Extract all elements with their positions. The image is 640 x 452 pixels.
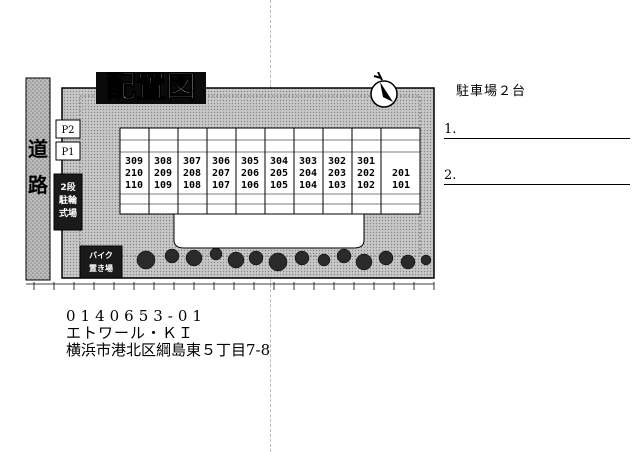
unit-106: 106 — [241, 180, 259, 191]
property-code: 0140653-01 — [66, 307, 207, 325]
parking-p1-label: P1 — [61, 147, 74, 158]
unit-105: 105 — [270, 180, 288, 191]
building-block — [119, 127, 421, 215]
bike-parking — [79, 245, 123, 279]
parking-p1 — [55, 141, 81, 161]
unit-207: 207 — [212, 168, 230, 179]
unit-305: 305 — [241, 156, 259, 167]
parking-line-1-label: 1. — [444, 122, 457, 137]
unit-302: 302 — [328, 156, 346, 167]
parking-line-2-label: 2. — [444, 168, 457, 183]
parking-line-2: 2. — [444, 166, 630, 185]
bicycle-label-2: 駐輪 — [59, 194, 78, 206]
shrub-row — [136, 247, 432, 272]
building-name: エトワール・ＫＩ — [66, 324, 195, 342]
property-info: 0140653-01 エトワール・ＫＩ 横浜市港北区綱島東５丁目7-8 — [66, 308, 270, 359]
unit-209: 209 — [154, 168, 172, 179]
unit-303: 303 — [299, 156, 317, 167]
unit-205: 205 — [270, 168, 288, 179]
title-block — [96, 72, 206, 104]
unit-301: 301 — [357, 156, 375, 167]
unit-108: 108 — [183, 180, 201, 191]
unit-107: 107 — [212, 180, 230, 191]
unit-304: 304 — [270, 156, 288, 167]
north-arrow-icon — [370, 72, 398, 108]
unit-203: 203 — [328, 168, 346, 179]
parking-count: 駐車場２台 — [456, 84, 527, 99]
unit-307: 307 — [183, 156, 201, 167]
unit-109: 109 — [154, 180, 172, 191]
parking-line-1: 1. — [444, 120, 630, 139]
building-grid — [120, 139, 420, 205]
unit-202: 202 — [357, 168, 375, 179]
road-label-top: 道 — [28, 137, 48, 161]
unit-306: 306 — [212, 156, 230, 167]
parking-p2-label: P2 — [61, 125, 74, 136]
property-address: 横浜市港北区綱島東５丁目7-8 — [66, 341, 271, 359]
bicycle-label-3: 式場 — [59, 207, 77, 219]
parking-p2 — [55, 119, 81, 139]
unit-102: 102 — [357, 180, 375, 191]
road-label-bottom: 路 — [28, 173, 49, 197]
site-layout-map: 配置図 道 路 P2 P1 2段 駐輪 式場 バイク 置き場 309 210 1… — [25, 72, 435, 290]
unit-210: 210 — [125, 168, 143, 179]
unit-206: 206 — [241, 168, 259, 179]
unit-110: 110 — [125, 180, 143, 191]
unit-103: 103 — [328, 180, 346, 191]
scale-ticks — [26, 282, 435, 290]
unit-104: 104 — [299, 180, 317, 191]
unit-309: 309 — [125, 156, 143, 167]
unit-204: 204 — [299, 168, 317, 179]
unit-308: 308 — [154, 156, 172, 167]
bike-label-1: バイク — [89, 250, 113, 260]
road-strip — [25, 77, 51, 281]
unit-208: 208 — [183, 168, 201, 179]
unit-201: 201 — [392, 168, 410, 179]
bicycle-parking — [53, 173, 83, 231]
driveway-area — [173, 213, 365, 249]
building-dividers — [148, 128, 382, 214]
unit-101: 101 — [392, 180, 410, 191]
bicycle-label-1: 2段 — [60, 181, 76, 193]
bike-label-2: 置き場 — [89, 263, 113, 273]
title-text: 配置図 — [106, 72, 196, 105]
